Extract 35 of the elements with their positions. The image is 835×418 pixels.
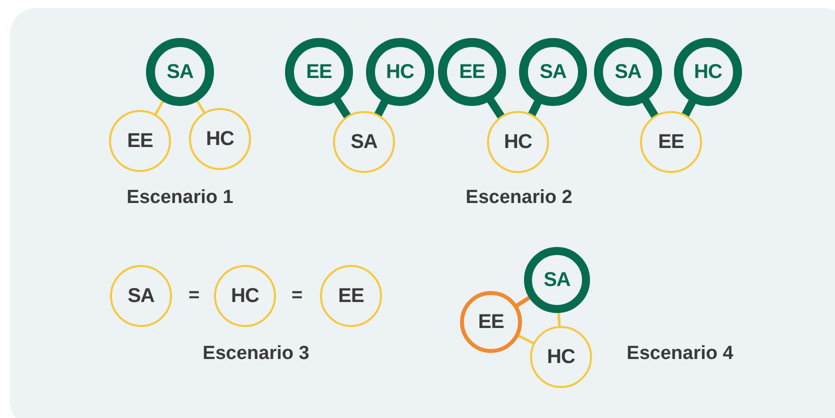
node-label: EE [306,60,332,84]
node-label: HC [547,346,575,368]
node-label: SA [614,60,642,84]
node-label: EE [478,310,504,334]
connector-line [374,100,388,118]
connector-line [557,312,561,328]
node-label: EE [338,284,364,308]
node-label: HC [386,60,414,84]
connector-line [486,97,505,120]
connector-line [154,100,165,116]
scenario-caption: Escenario 1 [126,187,234,209]
connector-line [642,98,659,119]
scenario-caption: Escenario 2 [466,187,572,209]
connector-line [681,99,696,118]
scenario-caption: = [188,285,200,307]
connector-line [333,98,352,119]
scenario-caption: Escenario 4 [626,343,734,365]
scenario-caption: Escenario 3 [202,343,310,365]
node-label: SA [128,284,154,308]
node-label: SA [350,130,378,154]
node-label: EE [459,60,485,84]
node-label: SA [540,60,566,84]
node-label: SA [166,60,194,84]
node-label: EE [658,130,684,154]
node-label: SA [544,268,570,292]
node-label: HC [231,284,259,308]
connector-line [196,100,206,114]
connector-line [517,334,535,345]
node-label: HC [206,128,234,150]
node-label: HC [504,130,532,154]
connector-line [528,100,542,117]
scenario-caption: = [291,285,303,307]
connector-line [515,296,532,308]
node-label: HC [694,60,722,84]
node-label: EE [127,130,153,152]
